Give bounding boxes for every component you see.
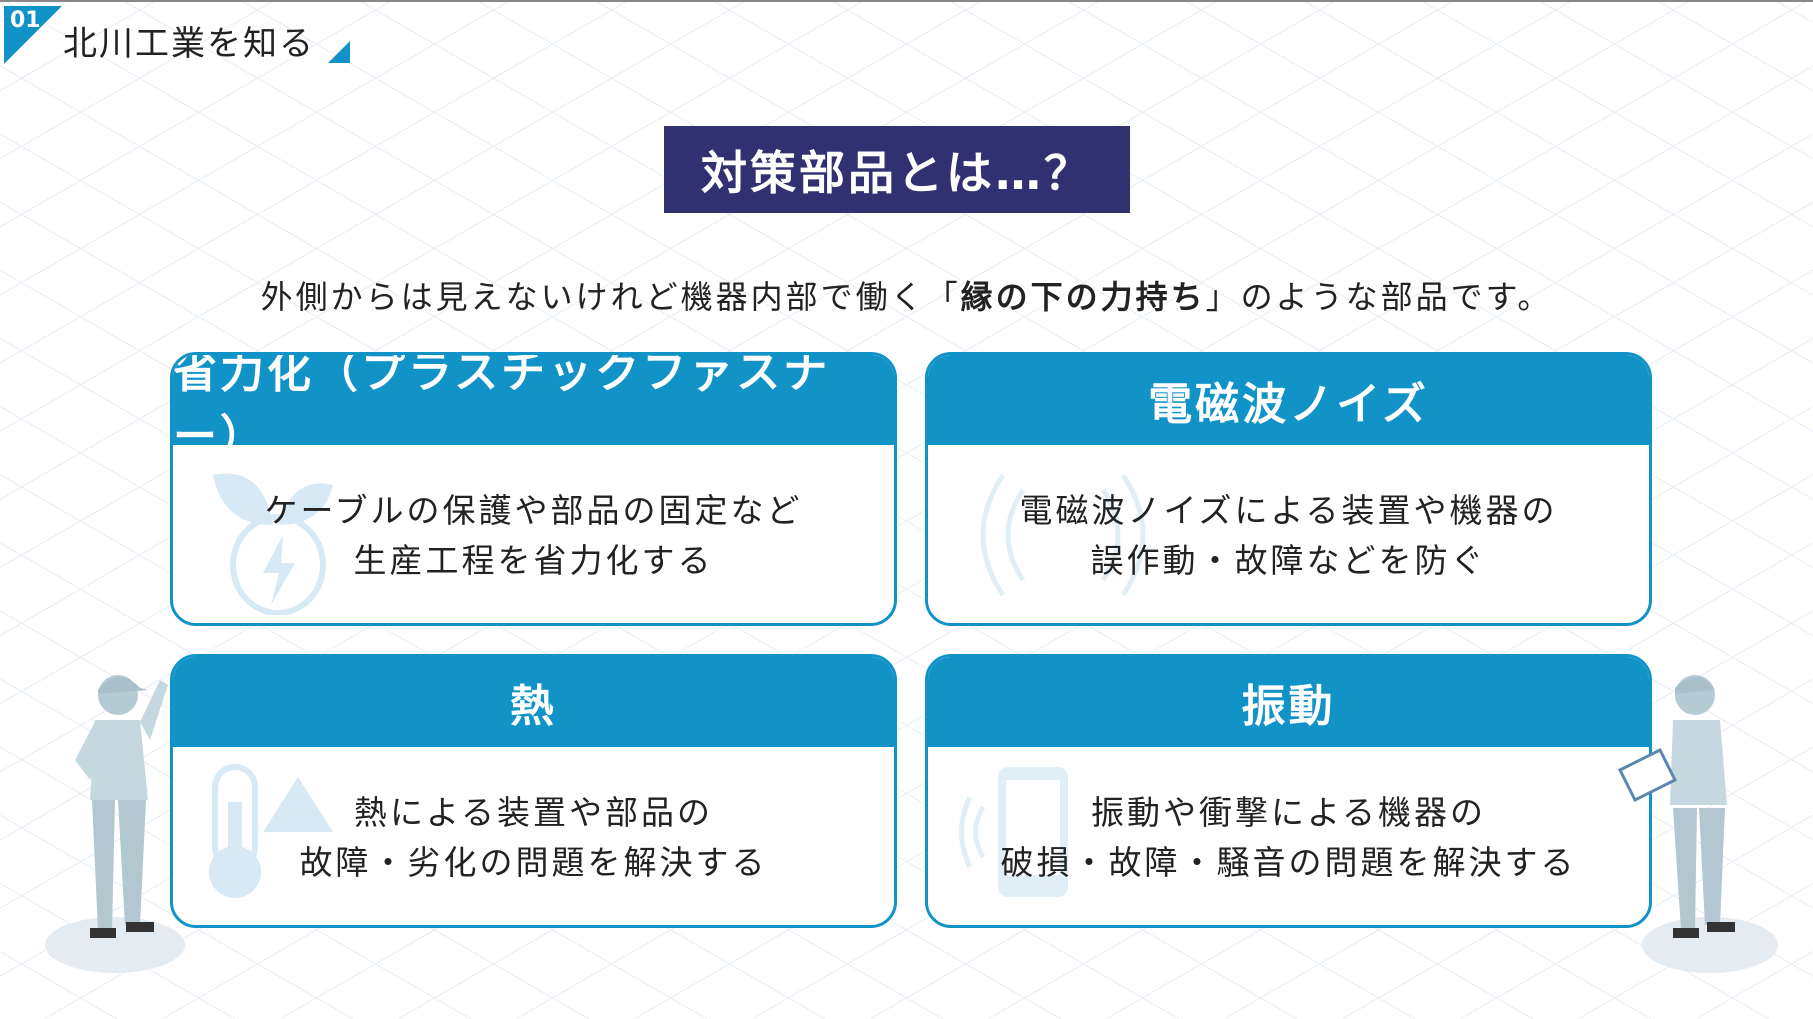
section-number: 01 — [10, 8, 41, 33]
worker-illustration-left — [45, 675, 185, 973]
top-border — [0, 0, 1813, 2]
section-title: 北川工業を知る — [63, 24, 315, 64]
corner-triangle — [328, 41, 350, 63]
card-labor-saving: 省力化（プラスチックファスナー） ケーブルの保護や部品の固定など 生産工程を省力… — [170, 352, 897, 626]
card-text-line: 誤作動・故障などを防ぐ — [1090, 540, 1487, 580]
card-heat: 熱 熱による装置や部品の 故障・劣化の問題を解決する — [170, 654, 897, 928]
card-title: 省力化（プラスチックファスナー） — [173, 355, 894, 462]
card-vibration: 振動 振動や衝撃による機器の 破損・故障・騒音の問題を解決する — [925, 654, 1652, 928]
thermometer-warning-icon — [209, 764, 333, 898]
card-text-line: 破損・故障・騒音の問題を解決する — [1000, 842, 1577, 882]
card-text-line: 電磁波ノイズによる装置や機器の — [1019, 490, 1558, 530]
section-number-badge: 01 — [4, 6, 62, 64]
vibrating-phone-icon — [959, 767, 1068, 897]
card-text-line: 振動や衝撃による機器の — [1090, 792, 1486, 832]
card-title: 電磁波ノイズ — [928, 355, 1649, 445]
worker-illustration-right — [1617, 675, 1778, 973]
subtitle-text-end: 」のような部品です。 — [1205, 278, 1553, 316]
card-title: 熱 — [173, 657, 894, 747]
page-title: 対策部品とは…？ — [664, 126, 1130, 213]
subtitle-emphasis: 縁の下の力持ち — [960, 278, 1206, 316]
leaf-lightning-icon — [213, 473, 333, 615]
subtitle-text: 外側からは見えないけれど機器内部で働く「 — [260, 278, 961, 316]
subtitle: 外側からは見えないけれど機器内部で働く「縁の下の力持ち」のような部品です。 — [0, 272, 1813, 318]
card-title: 振動 — [928, 657, 1649, 747]
card-text-line: 故障・劣化の問題を解決する — [299, 842, 768, 882]
wave-icon — [980, 473, 1146, 597]
card-text-line: ケーブルの保護や部品の固定など — [264, 490, 803, 530]
card-emi-noise: 電磁波ノイズ 電磁波ノイズによる装置や機器の 誤作動・故障などを防ぐ — [925, 352, 1652, 626]
card-text-line: 熱による装置や部品の — [353, 792, 713, 832]
card-text-line: 生産工程を省力化する — [353, 540, 714, 580]
